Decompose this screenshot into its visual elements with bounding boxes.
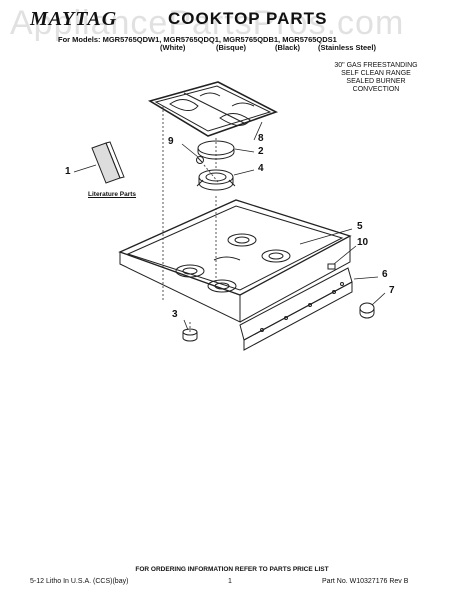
brand-logo: MAYTAG xyxy=(30,8,118,30)
control-panel-trim xyxy=(239,267,353,351)
color-black: (Black) xyxy=(275,43,301,52)
clip xyxy=(327,263,336,270)
callout-7: 7 xyxy=(389,285,395,296)
ordering-note: FOR ORDERING INFORMATION REFER TO PARTS … xyxy=(135,566,329,573)
litho-info: 5-12 Litho In U.S.A. (CCS)(bay) xyxy=(30,578,129,585)
callout-10: 10 xyxy=(357,237,369,248)
callout-8: 8 xyxy=(258,133,264,144)
callout-4: 4 xyxy=(258,163,264,174)
callout-5: 5 xyxy=(357,221,363,232)
literature-book xyxy=(91,141,125,184)
callout-2: 2 xyxy=(258,146,264,157)
literature-parts-label: Literature Parts xyxy=(88,191,137,198)
page-number: 1 xyxy=(228,578,232,585)
model-list: For Models: MGR5765QDW1, MGR5765QDQ1, MG… xyxy=(58,35,337,44)
burner-base xyxy=(196,169,236,191)
color-stainless: (Stainless Steel) xyxy=(318,43,376,52)
color-white: (White) xyxy=(160,43,186,52)
callout-3: 3 xyxy=(172,309,178,320)
part-number: Part No. W10327176 Rev B xyxy=(322,578,409,585)
callout-1: 1 xyxy=(65,166,71,177)
grate xyxy=(148,81,279,137)
range-description: 30" GAS FREESTANDING SELF CLEAN RANGE SE… xyxy=(334,62,418,93)
control-knob xyxy=(359,302,375,319)
page-title: COOKTOP PARTS xyxy=(168,9,328,28)
callout-9: 9 xyxy=(168,136,174,147)
watermark: AppliancePartsPros.com xyxy=(10,4,405,42)
burner-cap xyxy=(197,140,235,160)
callout-6: 6 xyxy=(382,269,388,280)
leveling-leg xyxy=(182,328,198,342)
cooktop xyxy=(118,199,352,323)
screw xyxy=(196,156,204,164)
color-bisque: (Bisque) xyxy=(216,43,246,52)
